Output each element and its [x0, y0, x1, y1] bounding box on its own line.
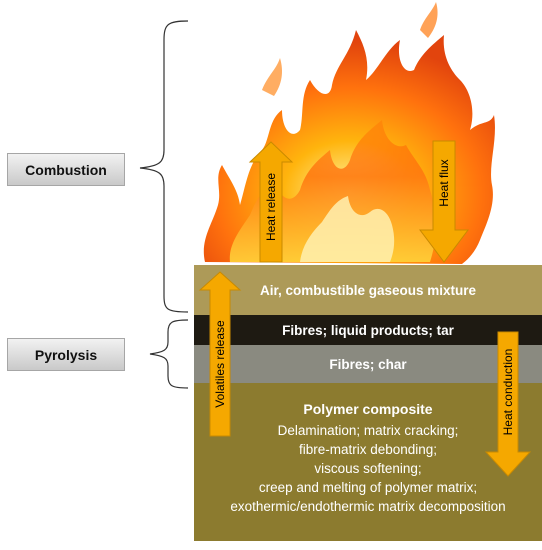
composite-title: Polymer composite — [303, 401, 433, 417]
heat-conduction-label: Heat conduction — [501, 348, 515, 436]
heat-release-label: Heat release — [264, 172, 278, 242]
polymer-composite-layer: Polymer composite Delamination; matrix c… — [194, 383, 542, 541]
fibres-char-layer-label: Fibres; char — [329, 356, 407, 372]
composite-line: Delamination; matrix cracking; — [277, 423, 459, 438]
fibres-char-layer: Fibres; char — [194, 345, 542, 383]
pyrolysis-label: Pyrolysis — [7, 338, 125, 371]
heat-flux-arrow — [419, 140, 469, 263]
composite-line: exothermic/endothermic matrix decomposit… — [230, 499, 506, 514]
pyrolysis-label-text: Pyrolysis — [34, 346, 98, 363]
composite-line: viscous softening; — [314, 461, 422, 476]
air-layer-label: Air, combustible gaseous mixture — [259, 282, 477, 298]
combustion-bracket — [139, 20, 189, 313]
heat-flux-label: Heat flux — [437, 159, 451, 207]
composite-line: creep and melting of polymer matrix; — [258, 480, 478, 495]
volatiles-release-label: Volatiles release — [213, 320, 227, 408]
combustion-label-text: Combustion — [25, 161, 107, 178]
composite-line: fibre-matrix debonding; — [298, 442, 438, 457]
air-layer: Air, combustible gaseous mixture — [194, 265, 542, 315]
heat-conduction-arrow — [484, 331, 532, 477]
combustion-label: Combustion — [7, 153, 125, 186]
heat-release-arrow — [248, 141, 294, 263]
fibres-liquid-layer: Fibres; liquid products; tar — [194, 315, 542, 345]
pyrolysis-bracket — [149, 319, 189, 389]
fibres-liquid-layer-label: Fibres; liquid products; tar — [282, 322, 454, 338]
volatiles-release-arrow — [198, 271, 242, 437]
